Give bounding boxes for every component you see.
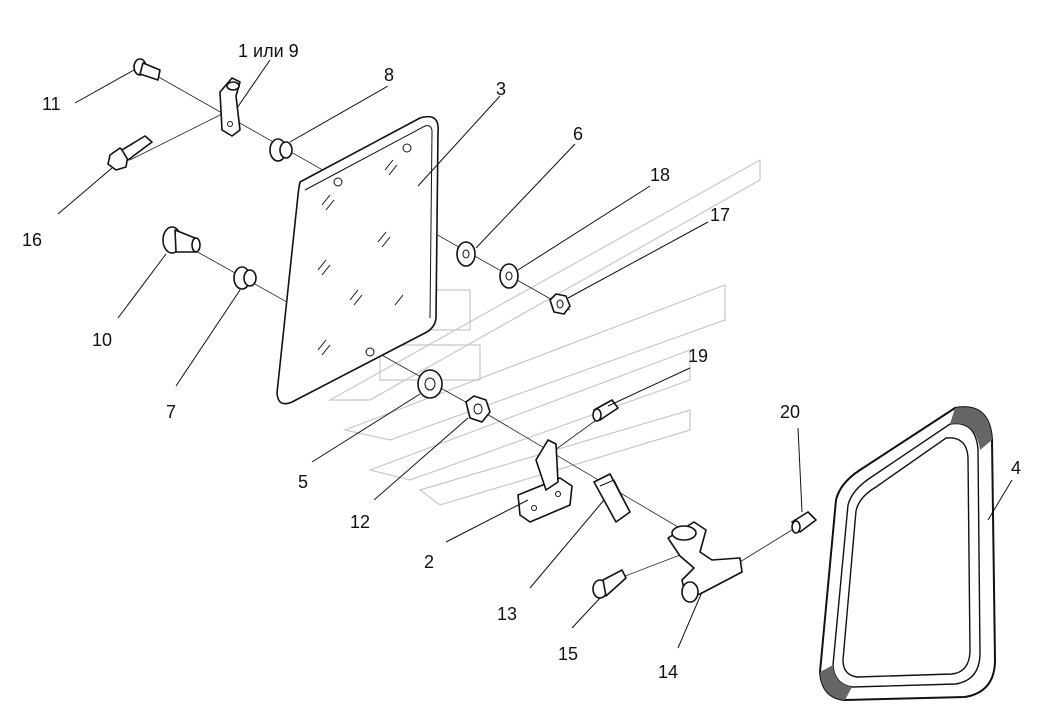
callout-labels: 1 или 9 8 3 11 6 18 17 16 10 19 20 7 4 5… — [22, 41, 1021, 682]
bushing-part-7 — [233, 266, 257, 290]
callout-6: 6 — [573, 124, 583, 144]
callout-5: 5 — [298, 472, 308, 492]
bracket-part-1-or-9 — [219, 77, 241, 137]
hinge-body-part-14 — [667, 521, 743, 603]
callout-11: 11 — [42, 94, 61, 114]
screw-part-15 — [592, 569, 627, 599]
callout-10: 10 — [92, 330, 112, 350]
callout-14: 14 — [658, 662, 678, 682]
callout-20: 20 — [780, 402, 800, 422]
callout-17: 17 — [710, 205, 730, 225]
hinge-bracket-part-2 — [517, 439, 573, 523]
callout-4: 4 — [1011, 458, 1021, 478]
callout-15: 15 — [558, 644, 578, 664]
washer-part-6 — [456, 241, 476, 267]
callout-13: 13 — [497, 604, 517, 624]
washer-part-18 — [499, 263, 519, 289]
washer-part-5 — [417, 369, 443, 399]
glass-panel-part-3 — [276, 115, 439, 405]
bushing-part-8 — [269, 138, 293, 162]
bolt-part-16 — [107, 135, 153, 171]
stud-part-10 — [162, 226, 201, 254]
nut-part-12 — [465, 395, 491, 423]
block-part-13 — [593, 473, 631, 523]
pin-part-20 — [791, 511, 817, 534]
bolt-part-11 — [133, 58, 161, 81]
callout-18: 18 — [650, 165, 670, 185]
callout-3: 3 — [496, 79, 506, 99]
leader-lines — [57, 59, 1013, 649]
frame-seal-part-4 — [818, 406, 997, 702]
callout-19: 19 — [688, 346, 708, 366]
callout-7: 7 — [166, 402, 176, 422]
nut-part-17 — [549, 293, 571, 315]
pin-part-19 — [592, 399, 619, 422]
callout-1-or-9: 1 или 9 — [238, 41, 299, 61]
callout-16: 16 — [22, 230, 42, 250]
callout-2: 2 — [424, 552, 434, 572]
callout-12: 12 — [350, 512, 370, 532]
callout-8: 8 — [384, 65, 394, 85]
assembly-axes — [129, 74, 801, 579]
background-watermark — [327, 158, 761, 506]
